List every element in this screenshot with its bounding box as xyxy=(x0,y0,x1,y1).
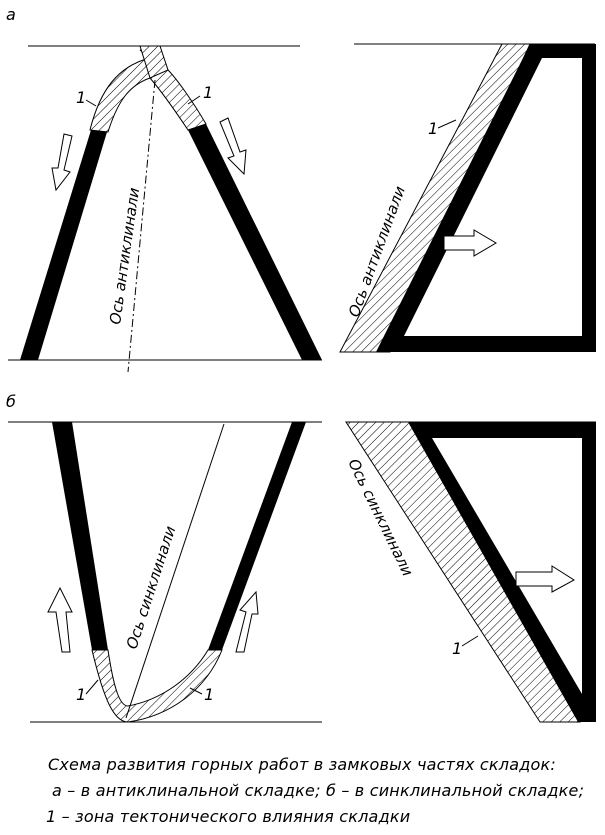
syncline-axis-label: Ось синклинали xyxy=(123,524,180,652)
syncline-zone-label-left: 1 xyxy=(76,685,86,704)
anticline-plan: Ось антиклинали 1 xyxy=(339,43,596,353)
hinge-top-hatch xyxy=(139,45,169,79)
anticline-section: а Ось антиклинали 1 1 xyxy=(6,5,322,373)
arrow-up-left-icon xyxy=(47,586,73,653)
tectonic-zone-hatch xyxy=(339,43,531,353)
plan-zone-label-1: 1 xyxy=(428,119,438,138)
arrow-up-right-icon xyxy=(235,590,259,653)
mine-working-outline xyxy=(376,44,596,352)
zone-label-1-left: 1 xyxy=(76,88,86,107)
syncline-mine-working-outline xyxy=(408,422,596,722)
syncline-right-limb xyxy=(208,422,306,650)
syncline-left-limb xyxy=(52,422,108,650)
syncline-plan-zone-label: 1 xyxy=(452,639,462,658)
panel-letter-a: а xyxy=(6,5,16,24)
arrow-down-left-icon xyxy=(51,133,73,192)
caption-line-3: 1 – зона тектонического влияния складки xyxy=(46,807,411,826)
caption-line-1: Схема развития горных работ в замковых ч… xyxy=(48,755,556,774)
syncline-axis-line xyxy=(125,423,225,719)
syncline-arrow-right-icon xyxy=(515,565,575,593)
left-limb xyxy=(20,130,107,360)
syncline-hinge-zone xyxy=(91,649,223,723)
syncline-zone-label-right: 1 xyxy=(204,685,214,704)
panel-letter-b: б xyxy=(6,392,16,411)
right-limb xyxy=(188,124,322,360)
caption-line-2: а – в антиклинальной складке; б – в синк… xyxy=(52,781,585,800)
zone-label-1-right: 1 xyxy=(203,83,213,102)
anticline-axis-line xyxy=(127,79,156,373)
anticline-axis-label: Ось антиклинали xyxy=(106,186,143,325)
figure-caption: Схема развития горных работ в замковых ч… xyxy=(0,752,605,830)
fold-mining-diagram: а Ось антиклинали 1 1 Ось антиклинали 1 … xyxy=(6,5,596,723)
fold-hinge-zone xyxy=(89,49,207,133)
arrow-right-icon xyxy=(443,229,497,257)
syncline-section: б Ось синклинали 1 1 xyxy=(6,392,322,723)
arrow-down-right-icon xyxy=(219,117,247,176)
syncline-plan: Ось синклинали 1 xyxy=(344,421,596,723)
